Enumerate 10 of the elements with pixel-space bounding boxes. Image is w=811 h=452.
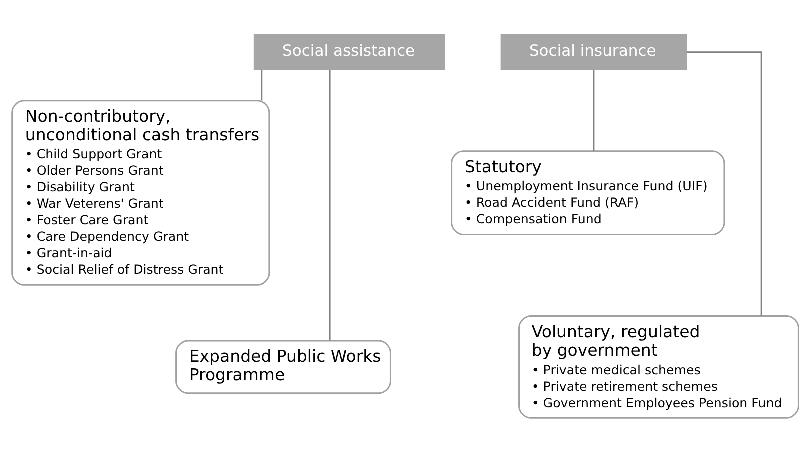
connector bbox=[261, 69, 263, 100]
connector bbox=[686, 51, 762, 316]
connector bbox=[329, 70, 331, 340]
node-box: Social insurance bbox=[500, 34, 688, 70]
node-box: Non-contributory, unconditional cash transfers • Child Support Grant • Older Persons Grant • Disability Grant • War Veterens' Grant • Foster Care Grant • Care Dependency Grant • Grant-in-aid • Social Relief of Distress Grant bbox=[12, 100, 270, 286]
connector bbox=[593, 69, 595, 151]
node-box: Statutory • Unemployment Insurance Fund (UIF) • Road Accident Fund (RAF) • Compensation Fund bbox=[451, 150, 726, 235]
node-box: Social assistance bbox=[254, 34, 446, 70]
node-box: Voluntary, regulated by government • Private medical schemes • Private retirement schemes • Government Employees Pension Fund bbox=[518, 315, 800, 418]
node-box: Expanded Public Works Programme bbox=[176, 340, 392, 394]
